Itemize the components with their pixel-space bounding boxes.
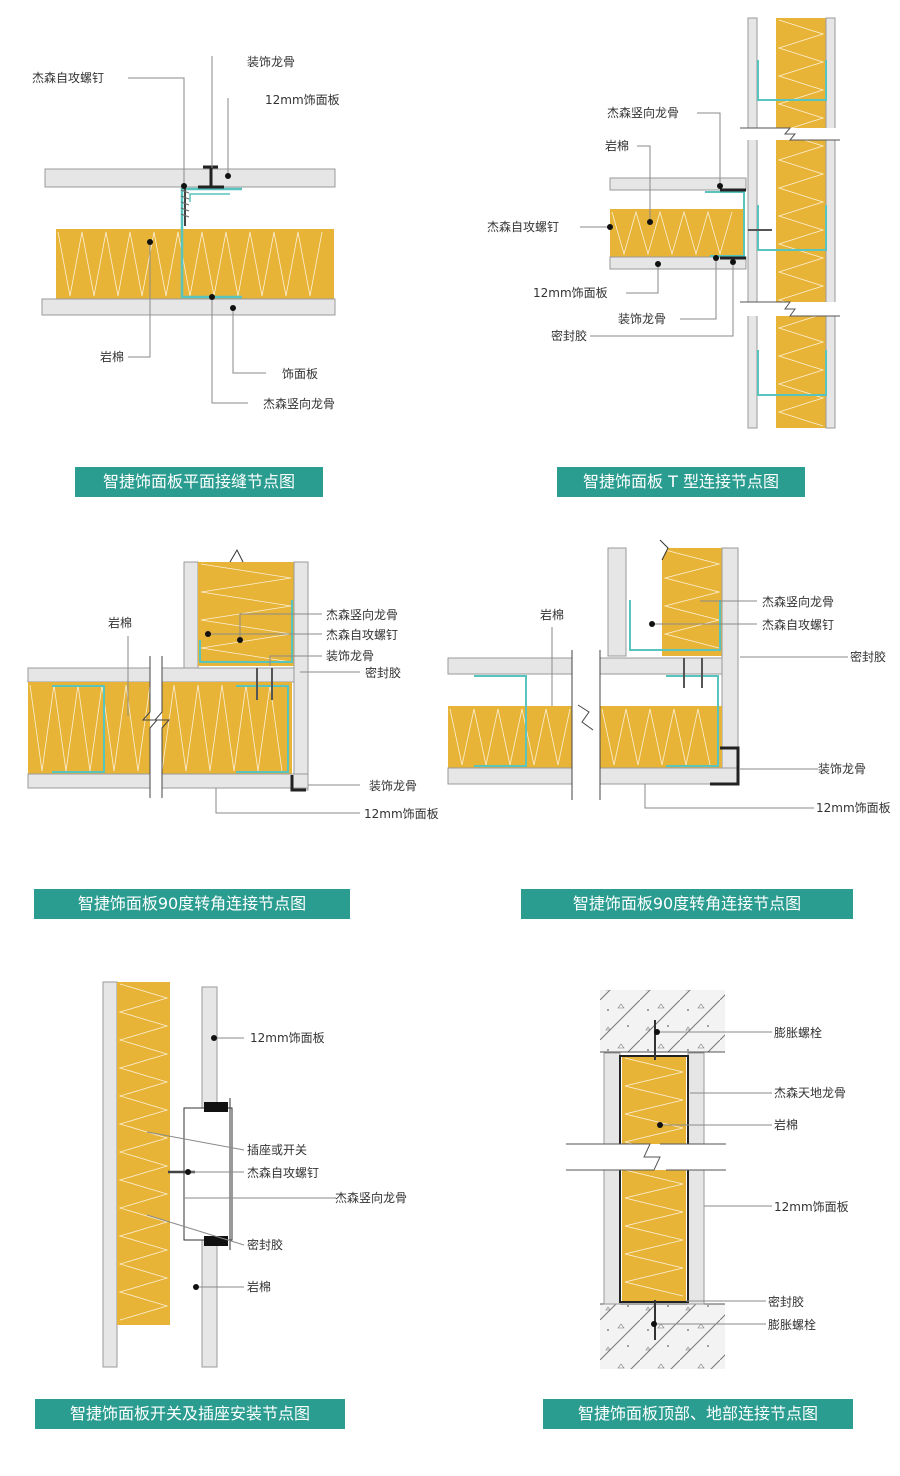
label-board12: 12mm饰面板 xyxy=(533,286,608,300)
horizontal-rockwool-left xyxy=(448,706,572,768)
label-sealant: 密封胶 xyxy=(850,649,886,664)
label-rockwool: 岩棉 xyxy=(108,615,132,630)
socket-box xyxy=(183,1107,233,1241)
label-screw: 杰森自攻螺钉 xyxy=(32,70,104,85)
label-sealant: 密封胶 xyxy=(365,665,401,680)
label-board12: 12mm饰面板 xyxy=(774,1200,849,1214)
board-left xyxy=(102,981,118,1368)
label-panel: 饰面板 xyxy=(282,367,318,381)
panel-t-connection xyxy=(609,17,840,429)
panel-plane-seam xyxy=(41,165,336,316)
vertical-board-right xyxy=(293,561,309,791)
rockwool-fibre-pattern xyxy=(624,1057,684,1297)
vertical-board-left xyxy=(183,561,199,669)
vertical-rockwool xyxy=(662,548,722,656)
label-screw: 杰森自攻螺钉 xyxy=(326,627,398,642)
label-rockwool: 岩棉 xyxy=(540,607,564,622)
board-left xyxy=(603,1052,621,1305)
caption-plane-seam: 智捷饰面板平面接缝节点图 xyxy=(75,467,323,497)
leader-dots xyxy=(147,173,736,1327)
label-board12: 12mm饰面板 xyxy=(364,807,439,821)
label-socket: 插座或开关 xyxy=(247,1142,307,1157)
rockwool-fibre-pattern xyxy=(611,210,733,256)
caption-corner-b: 智捷饰面板90度转角连接节点图 xyxy=(521,889,853,919)
floor-keel xyxy=(619,1055,689,1303)
rockwool-fibre-pattern xyxy=(663,549,721,649)
rockwool-fibre-pattern xyxy=(601,708,711,766)
leader-lines xyxy=(127,56,848,1325)
bottom-facing-board xyxy=(41,298,336,316)
branch-board-top xyxy=(609,177,747,191)
label-bolt-top: 膨胀螺栓 xyxy=(774,1025,822,1040)
horizontal-board-top-left xyxy=(447,657,573,675)
label-vertical-keel: 杰森竖向龙骨 xyxy=(607,105,679,120)
panel-socket xyxy=(102,981,233,1368)
wall-board-right xyxy=(825,17,836,429)
label-screw: 杰森自攻螺钉 xyxy=(762,617,834,632)
caption-top-floor: 智捷饰面板顶部、地部连接节点图 xyxy=(543,1399,853,1429)
screw-icon xyxy=(256,668,273,700)
label-vertical-keel: 杰森竖向龙骨 xyxy=(326,607,398,622)
label-screw: 杰森自攻螺钉 xyxy=(247,1165,319,1180)
screw-icon xyxy=(683,658,703,688)
vertical-keel xyxy=(199,600,293,663)
sealant-top xyxy=(204,1102,228,1112)
caption-socket: 智捷饰面板开关及插座安装节点图 xyxy=(35,1399,345,1429)
floor-slab xyxy=(600,1304,725,1369)
rockwool-fibre-pattern xyxy=(777,19,825,427)
ceiling-slab xyxy=(600,990,725,1052)
label-board12: 12mm饰面板 xyxy=(265,93,340,107)
label-deco-keel: 装饰龙骨 xyxy=(618,312,666,326)
panel-corner-a xyxy=(27,548,309,798)
caption-t-connection: 智捷饰面板 T 型连接节点图 xyxy=(557,467,805,497)
label-vertical-keel: 杰森竖向龙骨 xyxy=(263,396,335,411)
label-sealant: 密封胶 xyxy=(768,1294,804,1309)
label-sealant: 密封胶 xyxy=(247,1237,283,1252)
horizontal-board-bottom-left xyxy=(447,767,573,785)
label-bolt-bottom: 膨胀螺栓 xyxy=(768,1317,816,1332)
branch-keel xyxy=(705,191,745,257)
label-deco-keel: 装饰龙骨 xyxy=(247,55,295,69)
branch-board-bottom xyxy=(609,256,747,270)
keel-lip xyxy=(189,193,230,202)
horizontal-board-top-right xyxy=(599,657,723,675)
label-deco-keel-2: 装饰龙骨 xyxy=(369,779,417,793)
label-board12: 12mm饰面板 xyxy=(250,1031,325,1045)
rockwool-fibre-pattern xyxy=(200,563,292,663)
label-floor-keel: 杰森天地龙骨 xyxy=(774,1085,846,1100)
label-rockwool: 岩棉 xyxy=(100,349,124,364)
horizontal-board-bottom xyxy=(27,773,309,789)
caption-corner-a: 智捷饰面板90度转角连接节点图 xyxy=(34,889,350,919)
board-right xyxy=(687,1052,705,1305)
label-deco-keel: 装饰龙骨 xyxy=(818,762,866,776)
label-rockwool: 岩棉 xyxy=(247,1279,271,1294)
panel-top-floor xyxy=(566,990,726,1369)
deco-keel-profile xyxy=(198,165,224,189)
label-rockwool: 岩棉 xyxy=(774,1117,798,1132)
rockwool-fibre-pattern xyxy=(118,983,169,1321)
label-screw: 杰森自攻螺钉 xyxy=(487,219,559,234)
sealant-bottom xyxy=(204,1236,228,1246)
label-sealant: 密封胶 xyxy=(551,328,587,343)
vertical-board-left xyxy=(607,547,627,657)
label-rockwool: 岩棉 xyxy=(605,138,629,153)
label-vertical-keel: 杰森竖向龙骨 xyxy=(335,1190,407,1205)
horizontal-board-bottom-right xyxy=(599,767,739,785)
break-gap xyxy=(150,656,162,798)
label-board12: 12mm饰面板 xyxy=(816,801,891,815)
label-deco-keel: 装饰龙骨 xyxy=(326,649,374,663)
top-facing-board xyxy=(44,168,336,188)
label-vertical-keel: 杰森竖向龙骨 xyxy=(762,594,834,609)
wall-board-left xyxy=(747,17,758,429)
panel-corner-b xyxy=(447,539,740,800)
